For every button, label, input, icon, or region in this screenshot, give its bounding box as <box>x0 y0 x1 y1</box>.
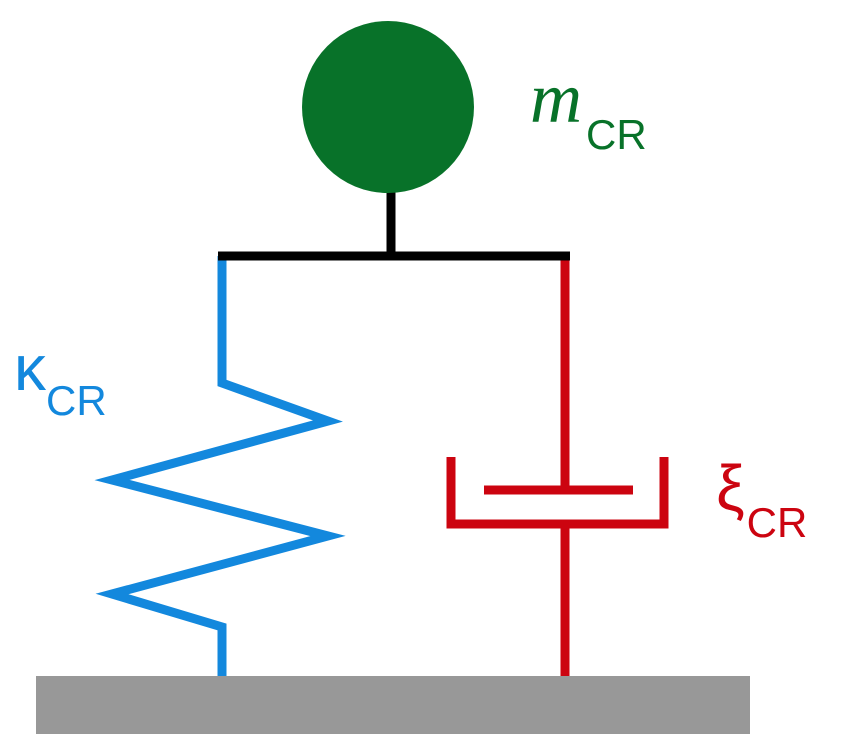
damper <box>446 256 669 676</box>
spring <box>94 256 346 676</box>
damper-label: ξCR <box>716 452 807 546</box>
mass-label-symbol: m <box>530 58 582 138</box>
spring-label: κCR <box>14 332 107 424</box>
damper-label-subscript: CR <box>747 499 808 546</box>
damper-label-symbol: ξ <box>716 452 745 524</box>
damper-cylinder <box>446 457 669 529</box>
mass-label: mCR <box>530 58 647 158</box>
spring-label-subscript: CR <box>46 377 107 424</box>
spring-label-symbol: κ <box>14 332 47 404</box>
mass-ball <box>302 21 474 193</box>
ground-block <box>36 676 750 734</box>
mass-label-subscript: CR <box>586 111 647 158</box>
